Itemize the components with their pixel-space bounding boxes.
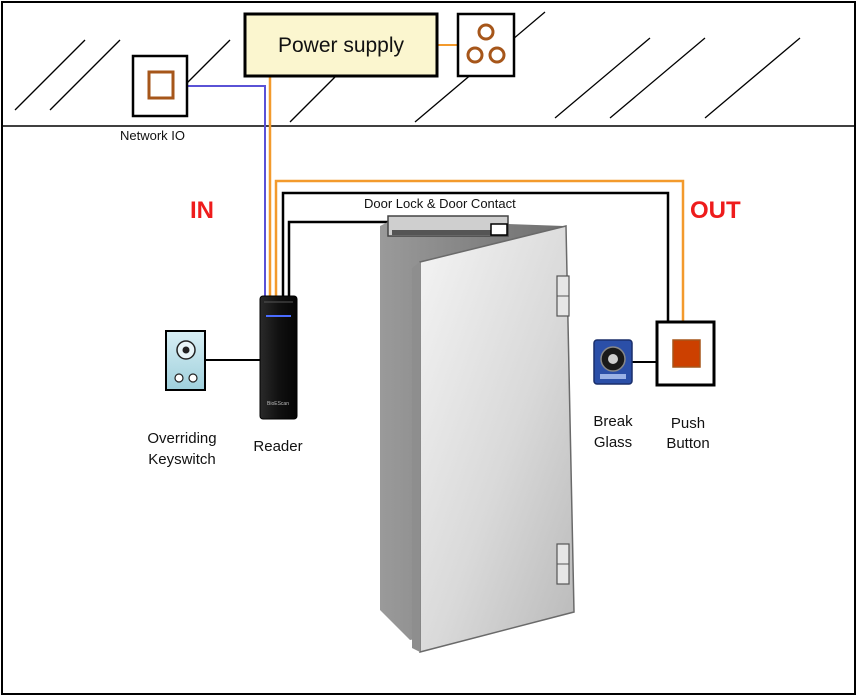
reader-brand: BioEScan <box>267 401 289 407</box>
door-edge <box>412 262 420 652</box>
break-glass-label-line2: Glass <box>594 434 632 451</box>
reader-body <box>259 295 298 420</box>
keyswitch-body <box>165 330 206 391</box>
push-button-icon <box>672 339 701 368</box>
wiring <box>187 44 685 363</box>
push-button-label-line2: Button <box>666 435 709 452</box>
power-outlet <box>456 12 516 78</box>
door-leaf <box>419 225 575 653</box>
power-supply-box <box>243 12 439 78</box>
network-wire <box>187 85 266 300</box>
door-lock-label: Door Lock & Door Contact <box>364 196 516 211</box>
power-supply-label: Power supply <box>278 34 405 57</box>
network-io-device <box>131 54 189 118</box>
outlet-hole-icon <box>466 46 484 64</box>
reader-label: Reader <box>253 438 302 455</box>
reader-device: BioEScan <box>259 295 298 420</box>
in-label: IN <box>190 197 214 224</box>
push-button-device <box>655 320 716 387</box>
out-label: OUT <box>690 197 741 224</box>
power-wire-push <box>274 179 685 322</box>
network-io-label: Network IO <box>120 128 185 143</box>
keyswitch-label-line1: Overriding <box>147 430 216 447</box>
keyswitch-device <box>165 330 206 391</box>
network-io-icon <box>147 70 175 100</box>
keyswitch-label-line2: Keyswitch <box>148 451 216 468</box>
break-glass-label-line1: Break <box>593 413 633 430</box>
door-contact <box>490 223 508 236</box>
control-wire-lock <box>287 220 392 300</box>
push-button-label-line1: Push <box>671 415 705 432</box>
outlet-hole-icon <box>477 23 495 41</box>
control-wire-push <box>281 191 670 322</box>
outlet-hole-icon <box>488 46 506 64</box>
break-glass-device <box>593 339 633 385</box>
door <box>380 215 575 653</box>
power-supply: Power supply <box>243 12 439 78</box>
